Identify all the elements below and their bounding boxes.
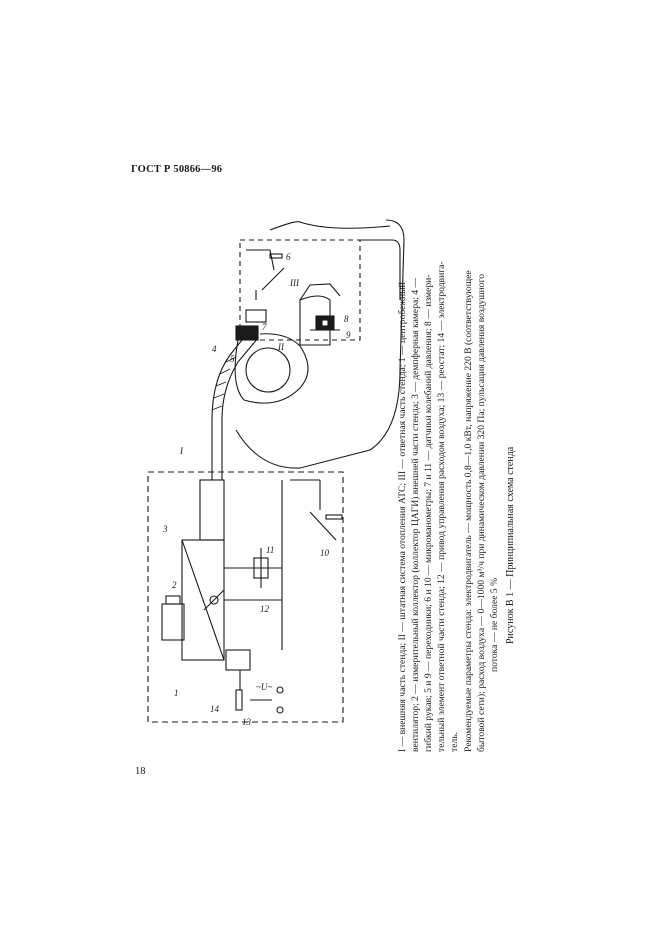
page-number: 18 [135, 766, 146, 777]
params-line-1: Рекомендуемые параметры стенда: электрод… [463, 270, 474, 752]
flexible-hose-4 [211, 329, 251, 421]
response-part-boundary [239, 239, 361, 341]
params-line-2: бытовой сети); расход воздуха — 0—1000 м… [476, 273, 487, 752]
label-11: 11 [266, 545, 274, 555]
adapter-5 [235, 325, 259, 341]
motor-14 [225, 649, 251, 671]
label-14: 14 [210, 704, 220, 714]
legend-line-1: I — внешняя часть стенда; II — штатная с… [397, 282, 408, 752]
legend-line-4: тельный элемент ответной части стенда; 1… [436, 261, 447, 752]
figure-caption: Рисунок В 1 — Принципиальная схема стенд… [505, 446, 516, 644]
label-part-I: I [179, 446, 184, 456]
params-line-3: потока — не более 5 % [489, 577, 500, 672]
outer-part-boundary [147, 471, 344, 723]
label-1: 1 [174, 688, 179, 698]
sensor-7 [245, 309, 267, 323]
label-5: 5 [230, 354, 235, 364]
label-10: 10 [320, 548, 330, 558]
damper-chamber-3 [199, 479, 225, 541]
collector-2 [161, 603, 185, 641]
legend-line-5: тель. [449, 731, 460, 752]
rheostat-13 [235, 689, 243, 711]
label-part-II: II [277, 342, 285, 352]
legend-line-3: гибкий рукав; 5 и 9 — переходники; 6 и 1… [423, 274, 434, 752]
label-voltage: ~U~ [256, 682, 272, 692]
label-7: 7 [262, 322, 267, 332]
label-8: 8 [344, 314, 349, 324]
label-4: 4 [212, 344, 217, 354]
label-13: 13 [242, 717, 252, 727]
label-6: 6 [286, 252, 291, 262]
document-header: ГОСТ Р 50866—96 [131, 164, 223, 175]
label-12: 12 [260, 604, 270, 614]
label-2: 2 [172, 580, 177, 590]
heater-core [299, 295, 331, 346]
label-3: 3 [162, 524, 168, 534]
label-part-III: III [289, 278, 300, 288]
legend-line-2: вентилятор; 2 — измерительный коллектор … [410, 277, 421, 752]
label-9: 9 [346, 330, 351, 340]
